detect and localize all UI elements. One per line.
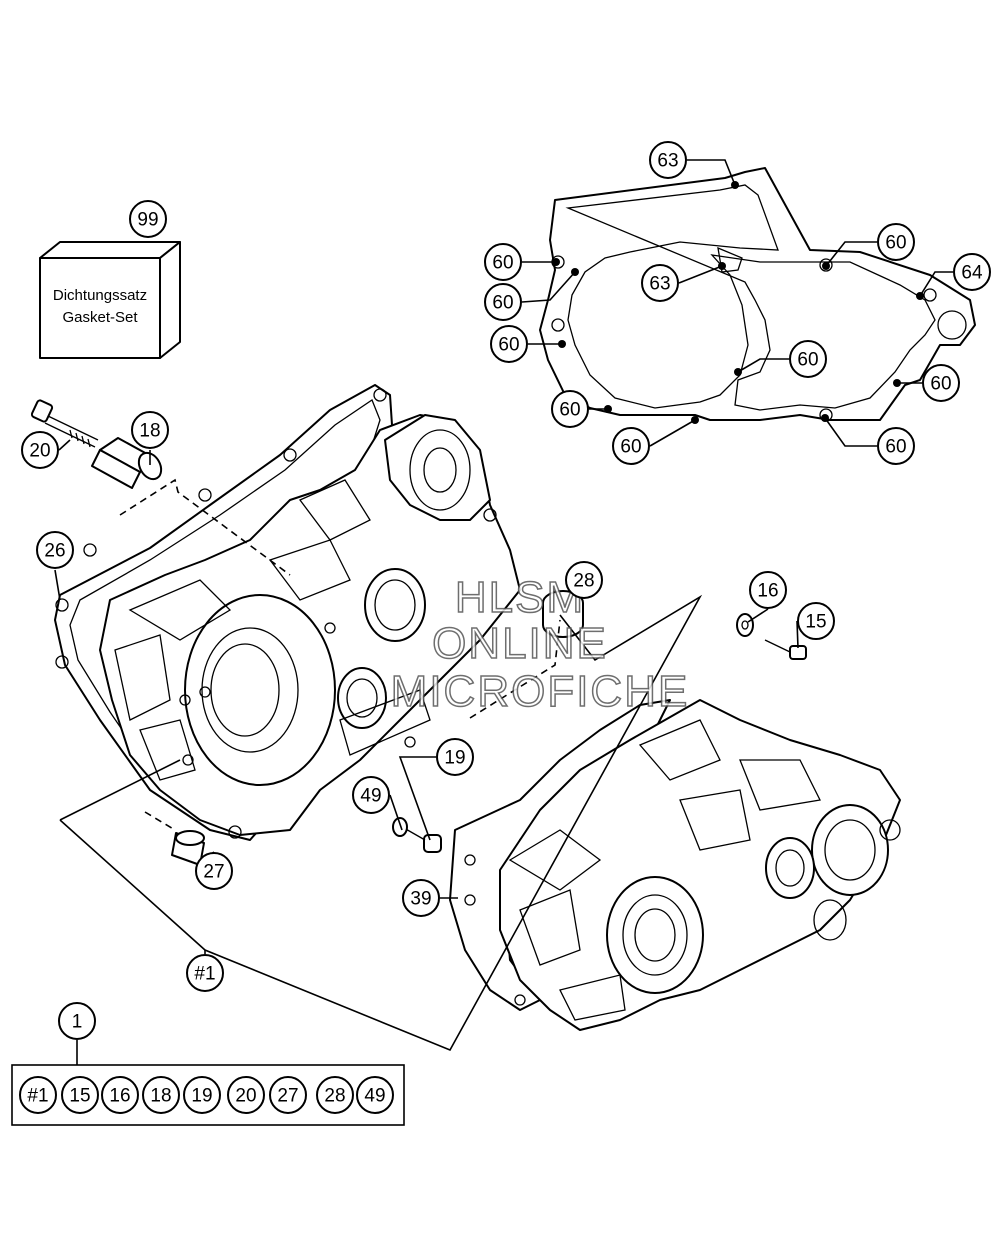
callout-18: 18 <box>131 411 169 449</box>
callout-label: 27 <box>203 862 224 883</box>
callout-label: 60 <box>492 253 513 274</box>
callout-60: 60 <box>789 340 827 378</box>
callout-64: 64 <box>953 253 991 291</box>
callout-label: 63 <box>649 274 670 295</box>
sleeve-18 <box>91 437 163 489</box>
callout-group-1: #1 <box>186 954 224 992</box>
callout-label: 60 <box>492 293 513 314</box>
callout-label: 26 <box>44 541 65 562</box>
callout-label: 63 <box>657 151 678 172</box>
callout-label: 1 <box>72 1012 83 1033</box>
callout-60: 60 <box>484 283 522 321</box>
callout-60: 60 <box>922 364 960 402</box>
kit-item-label: 15 <box>69 1086 90 1107</box>
kit-item-label: 20 <box>235 1086 256 1107</box>
watermark: HLSM ONLINE MICROFICHE <box>390 572 690 717</box>
kit-item-label: 16 <box>109 1086 130 1107</box>
callout-49: 49 <box>352 776 390 814</box>
callout-60: 60 <box>484 243 522 281</box>
callout-99: 99 <box>129 200 167 238</box>
washer-16 <box>736 613 754 637</box>
bolt-19 <box>403 827 442 853</box>
kit-item-16: 16 <box>101 1076 139 1114</box>
callout-15: 15 <box>797 602 835 640</box>
kit-item-18: 18 <box>142 1076 180 1114</box>
watermark-line-2: ONLINE <box>432 619 608 668</box>
callout-63: 63 <box>649 141 687 179</box>
callout-label: 60 <box>498 335 519 356</box>
leader-dots <box>552 181 924 424</box>
kit-item-15: 15 <box>61 1076 99 1114</box>
kit-contents-list: #1 15 16 18 19 20 27 28 49 <box>19 1076 394 1114</box>
callout-60: 60 <box>551 390 589 428</box>
bolt-15 <box>764 639 807 660</box>
bolt-20 <box>30 399 99 448</box>
kit-item-28: 28 <box>316 1076 354 1114</box>
clutch-cover-gasket <box>539 167 976 422</box>
gasket-set-label-en: Gasket-Set <box>62 309 138 326</box>
callout-label: 18 <box>139 421 160 442</box>
callout-60: 60 <box>612 427 650 465</box>
kit-item-19: 19 <box>183 1076 221 1114</box>
callout-label: 60 <box>559 400 580 421</box>
crankcase-right-half <box>449 699 901 1031</box>
callout-label: 60 <box>885 437 906 458</box>
callout-label: 64 <box>961 263 983 284</box>
callout-1: 1 <box>58 1002 96 1040</box>
kit-contents-box: #1 15 16 18 19 20 27 28 49 <box>11 1064 405 1126</box>
callout-label: 20 <box>29 441 50 462</box>
callout-27: 27 <box>195 852 233 890</box>
watermark-line-1: HLSM <box>455 573 585 622</box>
kit-item-label: #1 <box>27 1086 48 1107</box>
kit-item-label: 28 <box>324 1086 345 1107</box>
kit-item-label: 18 <box>150 1086 171 1107</box>
callout-16: 16 <box>749 571 787 609</box>
callout-label: #1 <box>194 964 215 985</box>
watermark-line-3: MICROFICHE <box>391 667 690 716</box>
callout-label: 60 <box>797 350 818 371</box>
callout-label: 60 <box>930 374 951 395</box>
callout-label: 60 <box>885 233 906 254</box>
callout-label: 60 <box>620 437 641 458</box>
gasket-set-box: Dichtungssatz Gasket-Set <box>39 241 181 359</box>
callout-28: 28 <box>565 561 603 599</box>
callout-60: 60 <box>877 427 915 465</box>
kit-item-label: 27 <box>277 1086 298 1107</box>
gasket-set-label-de: Dichtungssatz <box>53 287 147 304</box>
alignment-lines <box>119 478 561 831</box>
kit-item-49: 49 <box>356 1076 394 1114</box>
kit-item-20: 20 <box>227 1076 265 1114</box>
callout-label: 49 <box>360 786 381 807</box>
kit-item-label: 19 <box>191 1086 212 1107</box>
callout-60: 60 <box>490 325 528 363</box>
callout-label: 15 <box>805 612 826 633</box>
callout-26: 26 <box>36 531 74 569</box>
callout-layer: 63 63 60 60 60 60 60 60 60 60 60 64 99 18 20 26 28 16 15 19… <box>21 141 991 1040</box>
callout-19: 19 <box>436 738 474 776</box>
callout-39: 39 <box>402 879 440 917</box>
kit-item-label: 49 <box>364 1086 385 1107</box>
callout-20: 20 <box>21 431 59 469</box>
callout-label: 39 <box>410 889 431 910</box>
kit-item-group-1: #1 <box>19 1076 57 1114</box>
callout-label: 99 <box>137 210 158 231</box>
callout-60: 60 <box>877 223 915 261</box>
callout-63: 63 <box>641 264 679 302</box>
callout-label: 19 <box>444 748 465 769</box>
callout-label: 28 <box>573 571 594 592</box>
callout-label: 16 <box>757 581 778 602</box>
kit-item-27: 27 <box>269 1076 307 1114</box>
washer-49 <box>392 817 408 837</box>
crankcase-left-half <box>54 384 521 841</box>
leader-lines <box>54 159 953 1065</box>
